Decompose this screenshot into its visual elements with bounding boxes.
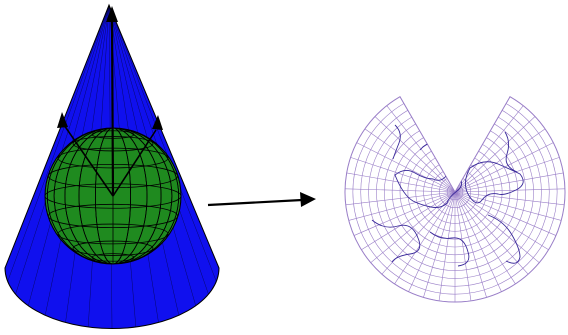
projection-rays — [57, 6, 163, 197]
flattened-conic-map — [344, 96, 566, 303]
globe-graticule — [45, 128, 181, 264]
cone-illustration — [4, 3, 220, 330]
transition-arrow — [207, 192, 316, 207]
map-coastlines — [371, 124, 524, 267]
map-graticule — [345, 96, 565, 302]
